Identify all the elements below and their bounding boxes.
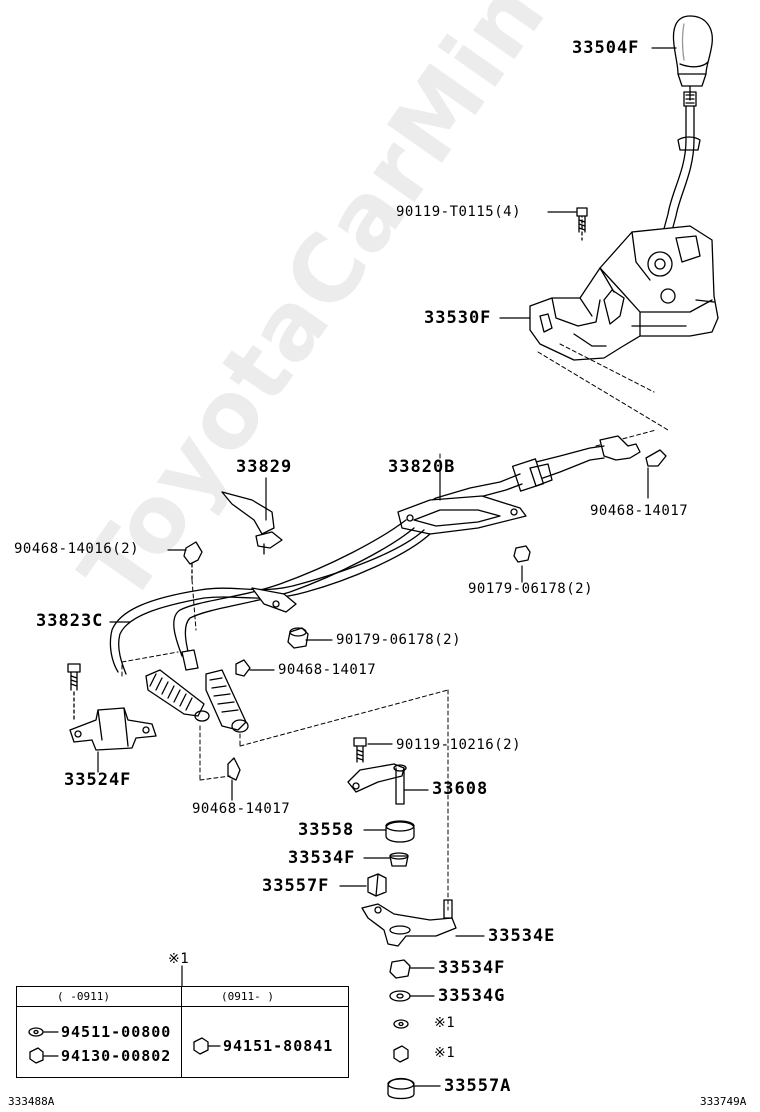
bolt-drawing-c [353,737,367,763]
label-33829: 33829 [236,457,293,477]
table-row-94130: 94130-00802 [61,1047,172,1065]
label-note1-b: ※1 [434,1045,456,1061]
table-column-divider [181,987,182,1077]
label-33534G: 33534G [438,986,506,1006]
shift-knob-drawing [672,15,713,101]
label-90468-14017-c: 90468-14017 [192,801,291,817]
block-drawing [367,873,387,897]
clip-drawing-a [183,541,203,581]
clip-drawing-b [645,449,667,467]
label-33823C: 33823C [36,611,104,631]
bushing-drawing-a [385,820,415,843]
label-90468-14016: 90468-14016(2) [14,541,140,557]
label-33504F: 33504F [572,38,640,58]
bolt-drawing-b [67,663,81,723]
clip-drawing-d [227,757,241,781]
bolt-drawing-a [576,207,588,233]
label-90179-06178-a: 90179-06178(2) [468,581,594,597]
label-33530F: 33530F [424,308,492,328]
label-33820B: 33820B [388,457,456,477]
label-33558: 33558 [298,820,355,840]
table-col2-header: (0911- ) [221,987,274,1007]
table-part-icons [28,1027,209,1064]
bracket-drawing [69,707,157,751]
label-33557F: 33557F [262,876,330,896]
shift-lever-drawing [661,91,701,239]
shift-base-drawing [529,213,719,361]
leader-lines [43,47,677,1087]
label-33524F: 33524F [64,770,132,790]
label-90119-10216: 90119-10216(2) [396,737,522,753]
table-header-divider [17,1006,348,1007]
variant-table: ( -0911) (0911- ) 94511-00800 94130-0080… [16,986,349,1078]
table-note-marker: ※1 [168,951,190,967]
small-parts-drawing [387,959,415,1100]
table-row-94511: 94511-00800 [61,1023,172,1041]
label-33534F-a: 33534F [288,848,356,868]
bushing-drawing-b [389,852,409,867]
label-90468-14017-a: 90468-14017 [590,503,689,519]
label-33608: 33608 [432,779,489,799]
label-90119-T0115: 90119-T0115(4) [396,204,522,220]
nut-drawing-b [513,545,531,563]
label-90468-14017-b: 90468-14017 [278,662,377,678]
label-33534E: 33534E [488,926,556,946]
clip-drawing-c [235,659,251,677]
table-col1-header: ( -0911) [57,987,110,1007]
label-33557A: 33557A [444,1076,512,1096]
label-note1-a: ※1 [434,1015,456,1031]
control-cable-drawing [109,435,641,733]
nut-drawing-a [287,627,309,649]
label-33534F-b: 33534F [438,958,506,978]
lever-drawing-a [347,763,407,805]
footer-right-code: 333749A [700,1095,747,1108]
label-90179-06178-b: 90179-06178(2) [336,632,462,648]
lever-drawing-b [361,899,457,947]
footer-left-code: 333488A [8,1095,55,1108]
table-row-94151: 94151-80841 [223,1037,334,1055]
